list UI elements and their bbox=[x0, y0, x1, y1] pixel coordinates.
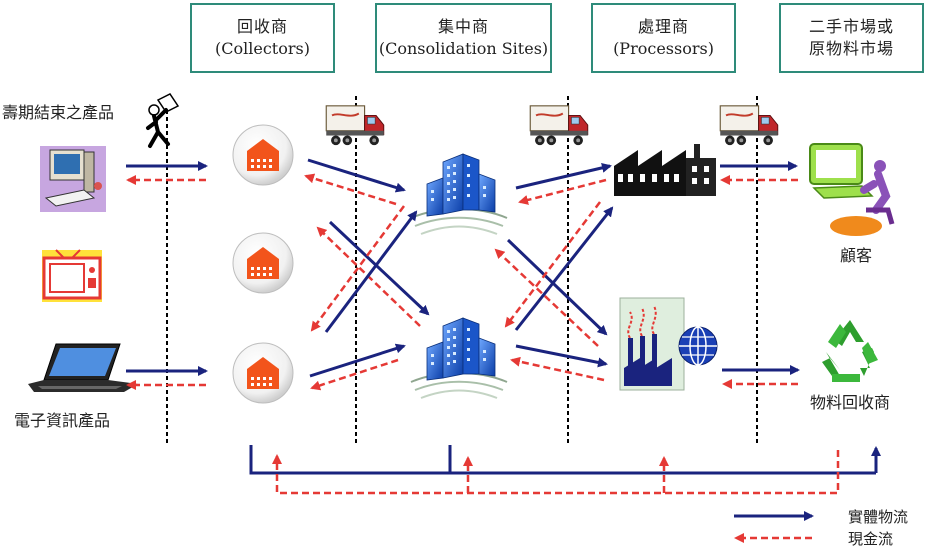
label-customers: 顧客 bbox=[840, 246, 873, 265]
customer-at-computer-icon bbox=[809, 143, 895, 236]
header-consolidation: 集中商 (Consolidation Sites) bbox=[375, 3, 552, 73]
recycling-plant-icon bbox=[619, 297, 685, 391]
flow-cash-6 bbox=[310, 358, 399, 391]
header-processors: 處理商 (Processors) bbox=[591, 3, 736, 73]
bottom-physical-loop bbox=[249, 445, 881, 475]
flow-cash-9 bbox=[504, 201, 601, 328]
flow-cash-8 bbox=[494, 248, 599, 347]
flow-physical-8 bbox=[506, 238, 608, 336]
truck-icon-2 bbox=[529, 104, 589, 147]
flow-physical-6 bbox=[309, 343, 406, 378]
flow-cash-7 bbox=[518, 178, 607, 205]
flow-physical-5 bbox=[324, 210, 418, 333]
warehouse-icon-top bbox=[232, 124, 294, 186]
legend-physical-flow-label: 實體物流 bbox=[848, 508, 909, 526]
city-buildings-icon-top bbox=[409, 152, 509, 236]
recycle-icon bbox=[822, 320, 878, 382]
factory-icon bbox=[610, 140, 718, 198]
header-collectors-zh: 回收商 bbox=[236, 17, 288, 36]
flow-physical-7 bbox=[515, 162, 612, 190]
person-carrying-box-icon bbox=[146, 93, 180, 148]
flow-physical-4 bbox=[328, 220, 430, 316]
truck-icon-3 bbox=[719, 104, 779, 147]
header-market-line1: 二手市場或 bbox=[808, 17, 894, 36]
city-buildings-icon-bottom bbox=[409, 316, 509, 400]
flow-cash-5 bbox=[310, 205, 406, 332]
header-processors-en: (Processors) bbox=[613, 39, 714, 58]
warehouse-icon-middle bbox=[232, 232, 294, 294]
header-consolidation-zh: 集中商 bbox=[437, 17, 489, 36]
legend-cash-flow-label: 現金流 bbox=[848, 530, 894, 548]
computer-icon bbox=[40, 146, 106, 212]
header-processors-zh: 處理商 bbox=[637, 17, 689, 36]
flow-physical-10 bbox=[515, 344, 608, 368]
header-consolidation-en: (Consolidation Sites) bbox=[378, 39, 549, 58]
label-eol-products: 壽期結束之產品 bbox=[2, 103, 115, 122]
laptop-icon bbox=[28, 343, 138, 392]
flow-physical-9 bbox=[514, 206, 614, 331]
header-collectors-en: (Collectors) bbox=[215, 39, 310, 58]
flow-physical-3 bbox=[307, 158, 406, 193]
header-market: 二手市場或 原物料市場 bbox=[779, 3, 924, 73]
warehouse-icon-bottom bbox=[232, 342, 294, 404]
header-collectors: 回收商 (Collectors) bbox=[190, 3, 335, 73]
label-electronics: 電子資訊產品 bbox=[14, 411, 111, 430]
bottom-cash-loop bbox=[272, 450, 840, 495]
globe-icon bbox=[678, 326, 718, 366]
flow-cash-10 bbox=[510, 356, 605, 382]
flow-cash-3 bbox=[304, 173, 397, 206]
label-material-recyclers: 物料回收商 bbox=[810, 393, 891, 412]
tv-icon bbox=[42, 249, 102, 302]
header-market-line2: 原物料市場 bbox=[808, 39, 894, 58]
